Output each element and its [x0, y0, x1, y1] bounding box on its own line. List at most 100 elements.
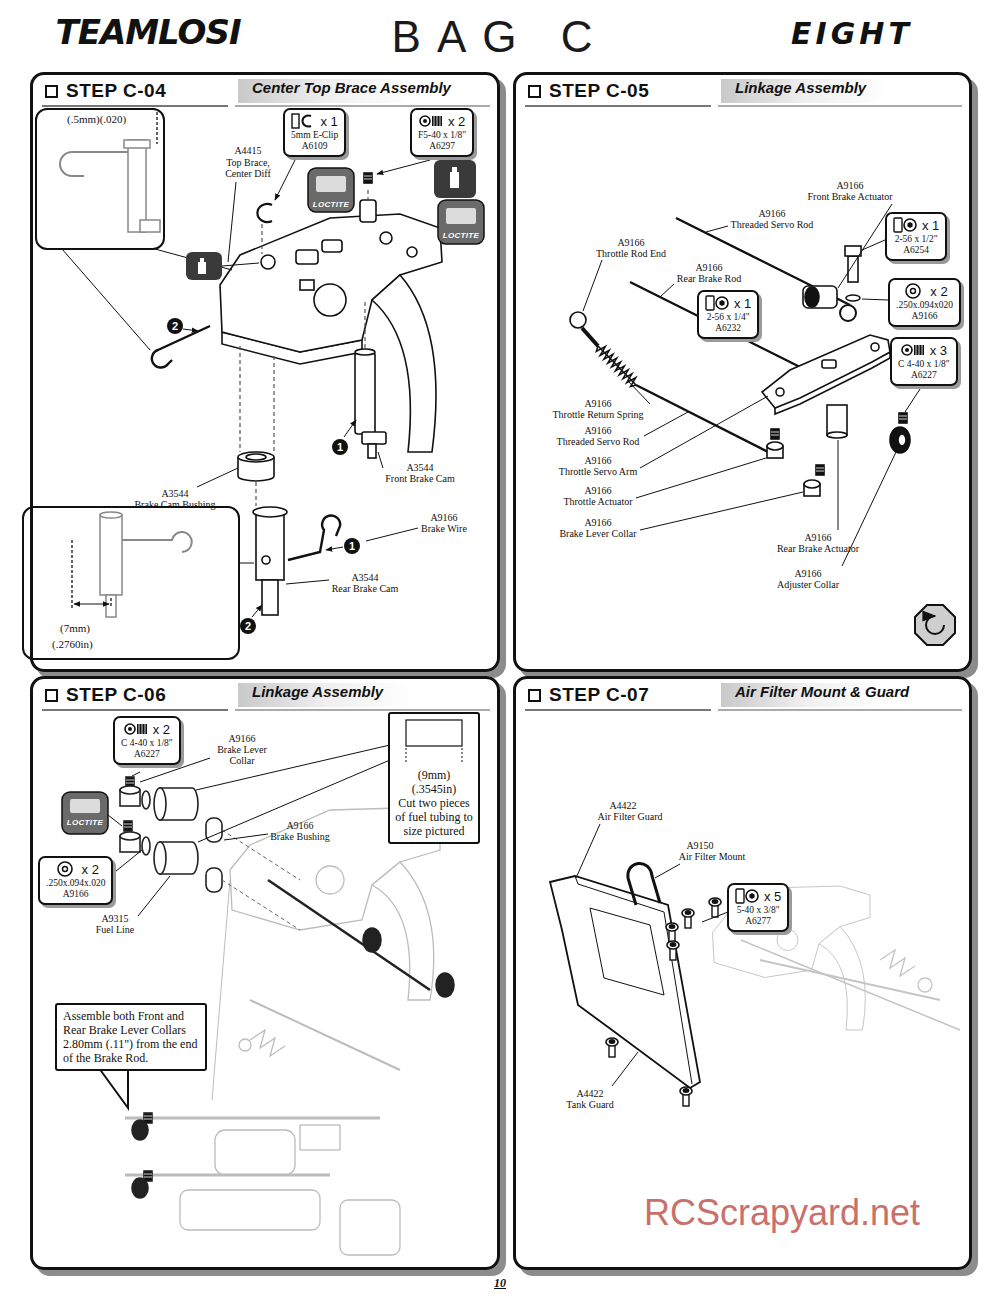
leader-line — [74, 604, 109, 605]
hardware-icon — [292, 114, 299, 128]
turn-over-icon — [926, 616, 944, 634]
dimension: (7mm) — [60, 622, 90, 634]
faded-assembly — [215, 1130, 295, 1175]
leader-line — [240, 563, 254, 564]
loctite-badge — [452, 167, 457, 172]
top-brace-drawing — [380, 232, 392, 244]
leader-line — [905, 389, 920, 412]
checkbox — [45, 85, 58, 98]
linkage-drawing — [816, 465, 824, 475]
hardware-icon — [124, 721, 148, 737]
part-label: Throttle Rod End — [596, 248, 666, 259]
faded-assembly — [125, 1117, 380, 1120]
loctite-badge — [308, 168, 354, 212]
leader-line — [378, 452, 383, 468]
loctite-badge — [200, 258, 204, 262]
leader-line — [138, 876, 170, 916]
callout-number: 2 — [167, 318, 183, 334]
detail-drawing — [106, 595, 116, 617]
leader-line — [838, 204, 892, 288]
leader-line — [612, 1052, 638, 1086]
brake-rod-drawing — [142, 837, 150, 855]
hardware-box: x 2.250x.094x.020A9166 — [38, 856, 113, 905]
part-label: Rear Brake Rod — [677, 273, 741, 284]
part-label: Rear Brake Actuator — [777, 543, 859, 554]
linkage-drawing — [804, 480, 820, 488]
count-row: x 1 — [291, 113, 338, 129]
hardware-icon — [303, 116, 311, 127]
linkage-drawing — [899, 413, 907, 423]
linkage-drawing — [822, 360, 836, 368]
part-label: A9166 — [836, 180, 863, 191]
hardware-spec: C 4-40 x 1/8" — [898, 359, 950, 370]
loctite-badge — [450, 172, 459, 188]
hardware-box: x 12-56 x 1/4"A6232 — [697, 290, 759, 339]
quantity: x 2 — [448, 114, 465, 129]
hardware-icon — [139, 724, 145, 734]
leader-line — [366, 528, 418, 541]
part-label: A3544 — [406, 462, 433, 473]
faded-assembly — [340, 1200, 400, 1255]
leader-line — [197, 468, 238, 487]
brake-rod-drawing — [206, 868, 222, 892]
leader-line — [326, 547, 343, 550]
callout-number: 1 — [344, 538, 360, 554]
brake-rod-drawing — [436, 973, 454, 997]
part-label: A9166 — [286, 820, 313, 831]
leader-line — [628, 381, 650, 404]
linkage-drawing — [570, 312, 586, 328]
linkage-drawing — [846, 295, 860, 301]
brake-rod-drawing — [124, 821, 132, 831]
callout-number: 1 — [332, 439, 348, 455]
hardware-icon — [719, 300, 724, 306]
detail-drawing — [128, 140, 146, 232]
air-filter-guard-drawing — [667, 941, 679, 960]
brand-logo: EIGHT — [791, 16, 913, 52]
air-filter-guard-drawing — [666, 923, 678, 942]
count-row: x 2 — [121, 721, 173, 737]
part-label: Throttle Servo Arm — [559, 466, 637, 477]
faded-assembly — [300, 1125, 340, 1150]
top-brace-drawing — [407, 247, 417, 257]
air-filter-guard-drawing — [590, 908, 664, 995]
hardware-icon — [902, 345, 912, 355]
faded-assembly — [741, 940, 960, 1030]
detail-drawing — [60, 112, 192, 617]
loctite-badge — [316, 176, 346, 192]
top-brace-drawing — [360, 200, 376, 222]
faded-linkage — [918, 978, 932, 992]
brake-rod-drawing — [120, 832, 140, 840]
header-rule — [525, 105, 711, 107]
leader-line — [640, 492, 803, 530]
top-brace-drawing — [314, 284, 346, 316]
part-label: A9166 — [584, 517, 611, 528]
hardware-spec: A6227 — [898, 370, 950, 381]
air-filter-guard-drawing — [606, 1038, 618, 1057]
hardware-icon — [124, 721, 148, 737]
callout-number: 2 — [240, 618, 256, 634]
checkbox — [528, 689, 541, 702]
step-header: STEP C-05 — [528, 80, 649, 102]
hardware-icon — [58, 862, 72, 876]
step-panel: STEP C-07Air Filter Mount & Guardx 55-40… — [513, 676, 972, 1270]
step-number: STEP C-07 — [549, 684, 649, 706]
tube-sample — [403, 718, 465, 766]
hardware-icon — [901, 342, 925, 358]
hardware-icon — [894, 218, 902, 232]
hardware-icon — [906, 284, 920, 298]
quantity: x 5 — [764, 889, 781, 904]
step-number: STEP C-06 — [66, 684, 166, 706]
leader-line — [222, 880, 300, 930]
part-label: Front Brake Actuator — [808, 191, 893, 202]
count-row: x 2 — [418, 113, 466, 129]
linkage-drawing — [840, 305, 856, 321]
detail-drawing — [60, 152, 84, 176]
part-label: Air Filter Mount — [679, 851, 746, 862]
note-text: Assemble both Front and Rear Brake Lever… — [63, 1009, 199, 1065]
top-brace-drawing — [253, 507, 287, 517]
hardware-icon — [735, 888, 759, 904]
leader-line — [224, 834, 268, 840]
linkage-drawing — [898, 434, 906, 446]
hardware-box: x 2F5-40 x 1/8"A6297 — [410, 108, 474, 157]
